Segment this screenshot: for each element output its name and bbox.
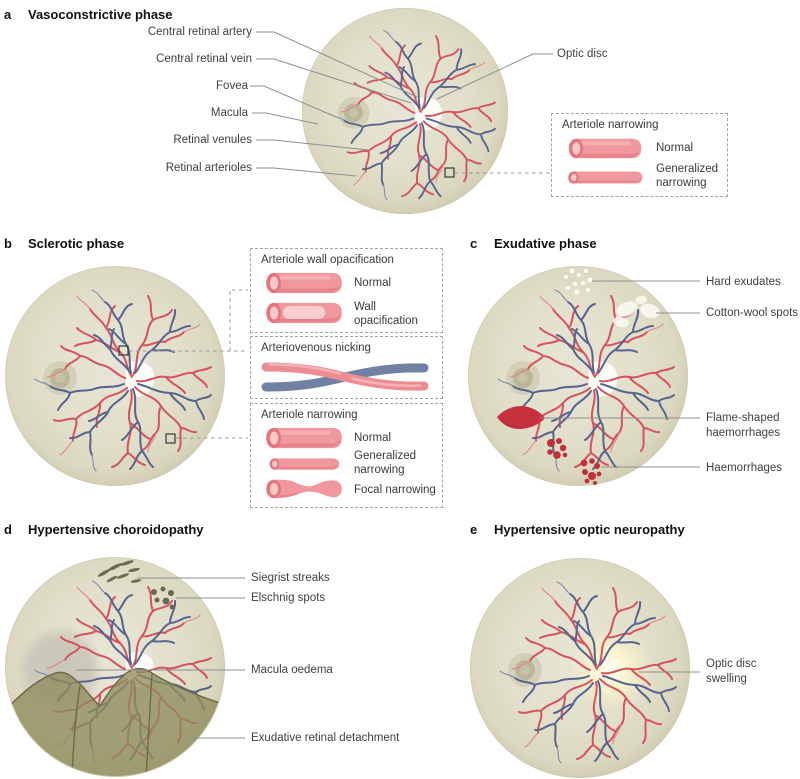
- haemorrhage-cluster-2: [580, 458, 602, 485]
- label-central-retinal-vein: Central retinal vein: [156, 53, 252, 65]
- zoom-connectors: [129, 172, 551, 439]
- optic-disc-glow: [569, 627, 653, 711]
- label-retinal-venules: Retinal venules: [173, 134, 252, 146]
- leader-lines: [76, 31, 700, 739]
- inset-a-title: Arteriole narrowing: [562, 119, 659, 131]
- panel-b-title: Sclerotic phase: [28, 236, 125, 251]
- label-optic-disc: Optic disc: [557, 48, 608, 60]
- av-nicking-graphic: [259, 357, 431, 397]
- eye-c: [467, 265, 689, 487]
- label-siegrist-streaks: Siegrist streaks: [251, 572, 330, 584]
- siegrist-streaks: [97, 560, 142, 583]
- label-central-retinal-artery: Central retinal artery: [147, 26, 252, 38]
- label-macula: Macula: [210, 107, 248, 119]
- tube-normal-graphic: [565, 137, 647, 160]
- label-retinal-arterioles: Retinal arterioles: [165, 162, 252, 174]
- inset-opacification-title: Arteriole wall opacification: [261, 254, 394, 266]
- inset-arteriole-narrowing-b: Arteriole narrowing Normal Generalized n…: [250, 403, 443, 508]
- label-fovea: Fovea: [216, 80, 248, 92]
- haemorrhage-cluster-1: [547, 438, 568, 459]
- panel-c-title: Exudative phase: [494, 236, 597, 251]
- label-cotton-wool: Cotton-wool spots: [706, 307, 799, 319]
- panel-d-letter: d: [4, 522, 12, 537]
- inset-nicking-title: Arteriovenous nicking: [261, 342, 371, 354]
- panel-a-title: Vasoconstrictive phase: [28, 7, 173, 22]
- flame-haemorrhage: [497, 406, 545, 429]
- inset-opacification-normal-label: Normal: [354, 277, 392, 289]
- inset-a-normal-label: Normal: [656, 142, 694, 154]
- inset-av-nicking: Arteriovenous nicking: [250, 336, 443, 399]
- tube-normal-graphic: [263, 426, 347, 450]
- panel-d-title: Hypertensive choroidopathy: [28, 522, 204, 537]
- retinal-detachment: [6, 667, 224, 776]
- hard-exudates: [564, 268, 593, 295]
- label-elschnig-spots: Elschnig spots: [251, 592, 326, 604]
- label-macula-oedema: Macula oedema: [251, 664, 333, 676]
- eye-a: [301, 7, 509, 215]
- tube-focal-graphic: [263, 477, 347, 501]
- inset-narrowing-title: Arteriole narrowing: [261, 409, 358, 421]
- tube-narrow-graphic: [263, 457, 347, 471]
- tube-opacified-graphic: [263, 301, 347, 325]
- elschnig-spots: [151, 586, 175, 610]
- panel-e-letter: e: [470, 522, 478, 537]
- cotton-wool-spots: [613, 295, 660, 328]
- label-hard-exudates: Hard exudates: [706, 276, 781, 288]
- tube-normal-graphic: [263, 271, 347, 295]
- inset-narrowing-normal-label: Normal: [354, 432, 392, 444]
- inset-opacification-wall-label: Wall opacification: [354, 301, 418, 328]
- label-haemorrhages: Haemorrhages: [706, 462, 783, 474]
- label-flame-haemorrhages: Flame-shaped haemorrhages: [706, 412, 781, 439]
- inset-wall-opacification: Arteriole wall opacification Normal Wall…: [250, 248, 443, 333]
- inset-narrowing-generalized-label: Generalized narrowing: [354, 450, 417, 477]
- inset-narrowing-focal-label: Focal narrowing: [354, 484, 436, 496]
- eye-b: [4, 265, 226, 487]
- label-retinal-detachment: Exudative retinal detachment: [251, 732, 400, 744]
- tube-narrow-graphic: [565, 170, 647, 185]
- inset-arteriole-narrowing-a: Arteriole narrowing Normal Generalized n…: [551, 113, 728, 197]
- panel-c-letter: c: [470, 236, 478, 251]
- zoom-squares: [118, 167, 455, 444]
- panel-b-letter: b: [4, 236, 12, 251]
- panel-a-letter: a: [4, 7, 12, 22]
- panel-e-title: Hypertensive optic neuropathy: [494, 522, 685, 537]
- inset-a-generalized-label: Generalized narrowing: [656, 163, 719, 190]
- label-optic-disc-swelling: Optic disc swelling: [706, 658, 757, 685]
